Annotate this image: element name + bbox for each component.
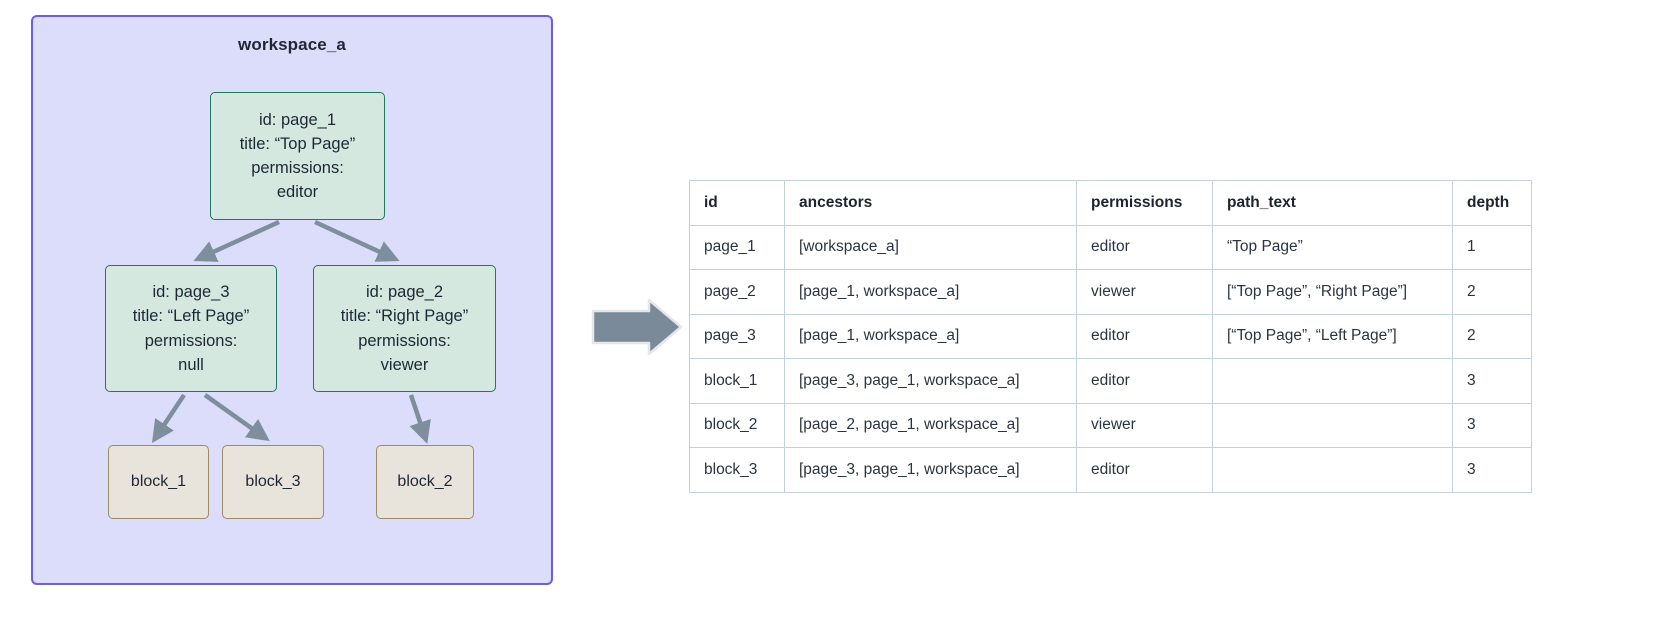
node-page-2-line-2: permissions: bbox=[358, 331, 451, 350]
edge-page3-block1 bbox=[152, 393, 186, 443]
cell-path-text bbox=[1212, 447, 1453, 493]
cell-id: block_2 bbox=[689, 402, 785, 448]
cell-id: block_1 bbox=[689, 358, 785, 404]
cell-depth: 3 bbox=[1452, 447, 1532, 493]
cell-depth: 1 bbox=[1452, 224, 1532, 270]
cell-ancestors: [page_3, page_1, workspace_a] bbox=[784, 358, 1077, 404]
node-page-2-line-1: title: “Right Page” bbox=[340, 307, 469, 326]
cell-permissions: editor bbox=[1076, 224, 1213, 270]
cell-permissions: viewer bbox=[1076, 402, 1213, 448]
cell-path-text bbox=[1212, 358, 1453, 404]
cell-id: page_3 bbox=[689, 313, 785, 359]
table-header-row: id ancestors permissions path_text depth bbox=[689, 180, 1532, 226]
table-row: page_1 [workspace_a] editor “Top Page” 1 bbox=[689, 224, 1532, 270]
cell-permissions: editor bbox=[1076, 358, 1213, 404]
column-header-depth[interactable]: depth bbox=[1452, 180, 1532, 226]
cell-path-text bbox=[1212, 402, 1453, 448]
cell-depth: 2 bbox=[1452, 269, 1532, 315]
edge-page1-page3 bbox=[193, 219, 280, 262]
node-block-2-label: block_2 bbox=[397, 473, 453, 491]
node-page-1[interactable]: id: page_1 title: “Top Page” permissions… bbox=[210, 92, 385, 220]
node-page-3[interactable]: id: page_3 title: “Left Page” permission… bbox=[105, 265, 277, 392]
workspace-title: workspace_a bbox=[238, 35, 346, 54]
node-page-2[interactable]: id: page_2 title: “Right Page” permissio… bbox=[313, 265, 496, 392]
cell-permissions: editor bbox=[1076, 313, 1213, 359]
cell-path-text: “Top Page” bbox=[1212, 224, 1453, 270]
table-row: block_3 [page_3, page_1, workspace_a] ed… bbox=[689, 447, 1532, 493]
cell-depth: 2 bbox=[1452, 313, 1532, 359]
cell-ancestors: [page_1, workspace_a] bbox=[784, 269, 1077, 315]
node-page-1-line-1: title: “Top Page” bbox=[239, 134, 356, 153]
cell-ancestors: [page_3, page_1, workspace_a] bbox=[784, 447, 1077, 493]
column-header-permissions[interactable]: permissions bbox=[1076, 180, 1213, 226]
node-block-1[interactable]: block_1 bbox=[108, 445, 209, 519]
column-header-path-text[interactable]: path_text bbox=[1212, 180, 1453, 226]
node-page-3-line-3: null bbox=[178, 355, 204, 374]
edge-page2-block2 bbox=[408, 394, 431, 444]
cell-path-text: [“Top Page”, “Left Page”] bbox=[1212, 313, 1453, 359]
node-block-3[interactable]: block_3 bbox=[222, 445, 324, 519]
node-block-2[interactable]: block_2 bbox=[376, 445, 474, 519]
cell-depth: 3 bbox=[1452, 402, 1532, 448]
cell-id: page_2 bbox=[689, 269, 785, 315]
node-page-3-line-0: id: page_3 bbox=[152, 283, 230, 302]
node-block-1-label: block_1 bbox=[130, 473, 187, 491]
cell-id: block_3 bbox=[689, 447, 785, 493]
table-row: page_2 [page_1, workspace_a] viewer [“To… bbox=[689, 269, 1532, 315]
table-row: block_1 [page_3, page_1, workspace_a] ed… bbox=[689, 358, 1532, 404]
transition-arrow-icon bbox=[591, 298, 683, 356]
cell-ancestors: [page_1, workspace_a] bbox=[784, 313, 1077, 359]
workspace-container: workspace_a id: page_1 title: “Top Page”… bbox=[31, 15, 553, 585]
node-page-1-line-2: permissions: bbox=[251, 159, 344, 177]
cell-depth: 3 bbox=[1452, 358, 1532, 404]
cell-id: page_1 bbox=[689, 224, 785, 270]
cell-permissions: editor bbox=[1076, 447, 1213, 493]
cell-ancestors: [workspace_a] bbox=[784, 224, 1077, 270]
node-block-3-label: block_3 bbox=[245, 473, 301, 491]
node-page-1-line-0: id: page_1 bbox=[258, 110, 337, 129]
cell-path-text: [“Top Page”, “Right Page”] bbox=[1212, 269, 1453, 315]
cell-ancestors: [page_2, page_1, workspace_a] bbox=[784, 402, 1077, 448]
results-table: id ancestors permissions path_text depth… bbox=[689, 180, 1532, 493]
column-header-ancestors[interactable]: ancestors bbox=[784, 180, 1077, 226]
node-page-2-line-3: viewer bbox=[380, 355, 429, 374]
node-page-3-line-2: permissions: bbox=[144, 331, 238, 350]
cell-permissions: viewer bbox=[1076, 269, 1213, 315]
node-page-3-line-1: title: “Left Page” bbox=[132, 307, 250, 326]
column-header-id[interactable]: id bbox=[689, 180, 785, 226]
node-page-2-line-0: id: page_2 bbox=[365, 283, 444, 302]
edge-page3-block3 bbox=[203, 393, 270, 442]
edge-page1-page2 bbox=[314, 219, 400, 262]
node-page-1-line-3: editor bbox=[276, 183, 319, 202]
table-row: page_3 [page_1, workspace_a] editor [“To… bbox=[689, 313, 1532, 359]
table-row: block_2 [page_2, page_1, workspace_a] vi… bbox=[689, 402, 1532, 448]
